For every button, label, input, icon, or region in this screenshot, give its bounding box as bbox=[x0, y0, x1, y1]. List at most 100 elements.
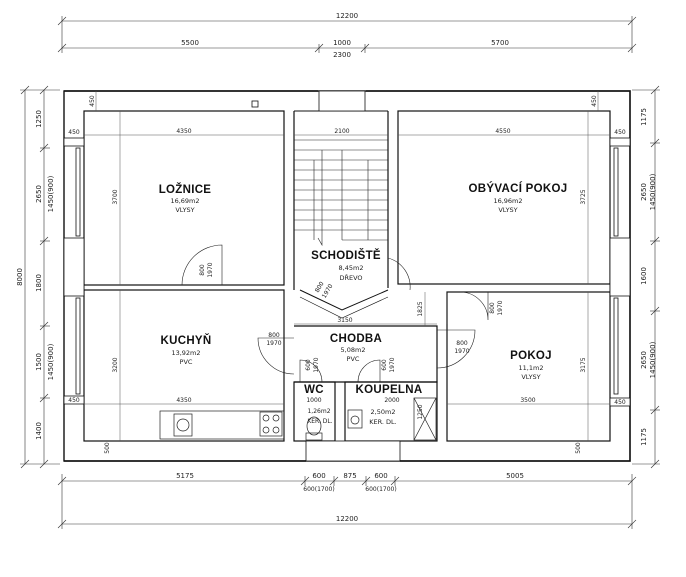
dim-chodba-width: 3150 bbox=[337, 317, 352, 324]
room-pokoj-area: 11,1m2 bbox=[519, 364, 544, 372]
dim-right-a: 1175 bbox=[640, 108, 648, 126]
right-dimensions bbox=[632, 85, 660, 469]
room-loznice: LOŽNICE 16,69m2 VLYSY bbox=[159, 183, 212, 214]
dim-pokoj-width: 3500 bbox=[520, 397, 535, 404]
dim-bottom-2: 600 bbox=[312, 472, 325, 480]
room-obyvaci-name: OBÝVACÍ POKOJ bbox=[469, 182, 568, 195]
dim-top-middle-b: 2300 bbox=[333, 51, 351, 59]
wc-fixture bbox=[305, 416, 323, 441]
dim-right-d: 2650 bbox=[640, 351, 648, 369]
dim-bottom-2b: 600(1700) bbox=[303, 486, 334, 493]
door-kuchyn-h: 1970 bbox=[266, 340, 281, 347]
room-kuchyn-area: 13,92m2 bbox=[171, 349, 200, 357]
door-obyvaci-w: 800 bbox=[489, 302, 496, 314]
room-schodiste-floor: DŘEVO bbox=[339, 273, 362, 282]
left-dimensions bbox=[20, 85, 60, 469]
dim-top-middle-a: 1000 bbox=[333, 39, 351, 47]
doors bbox=[181, 244, 489, 383]
dim-loznice-height: 3700 bbox=[112, 189, 119, 204]
dim-schodiste-width: 2100 bbox=[334, 128, 349, 135]
dim-left-overall: 8000 bbox=[16, 268, 24, 286]
room-pokoj-floor: VLYSY bbox=[521, 373, 540, 381]
dim-bottom-3: 875 bbox=[343, 472, 356, 480]
door-loznice-h: 1970 bbox=[207, 262, 214, 277]
door-pokoj-h: 1970 bbox=[454, 348, 469, 355]
door-koupelna-h: 1970 bbox=[389, 357, 396, 372]
dim-chodba-height: 1825 bbox=[417, 301, 424, 316]
kitchen-counter bbox=[159, 410, 285, 440]
top-dimensions bbox=[57, 16, 637, 53]
dim-wall-500-b: 500 bbox=[575, 442, 582, 454]
door-obyvaci-h: 1970 bbox=[497, 300, 504, 315]
room-obyvaci-area: 16,96m2 bbox=[493, 197, 522, 205]
door-koupelna-w: 600 bbox=[381, 359, 388, 371]
dim-left-b: 2650 bbox=[35, 185, 43, 203]
dim-left-c: 1800 bbox=[35, 274, 43, 292]
dim-pokoj-height: 3175 bbox=[580, 357, 587, 372]
room-chodba-area: 5,08m2 bbox=[341, 346, 366, 354]
room-kuchyn-name: KUCHYŇ bbox=[161, 334, 212, 347]
dim-obyvaci-height: 3725 bbox=[580, 189, 587, 204]
room-schodiste: SCHODIŠTĚ 8,45m2 DŘEVO bbox=[311, 249, 381, 282]
room-kuchyn-floor: PVC bbox=[180, 358, 193, 366]
window-koupelna-w: 1250 bbox=[417, 404, 424, 419]
dim-wall-500-a: 500 bbox=[104, 442, 111, 454]
room-schodiste-area: 8,45m2 bbox=[339, 264, 364, 272]
room-pokoj-name: POKOJ bbox=[510, 350, 552, 362]
dim-obyvaci-width: 4550 bbox=[495, 128, 510, 135]
room-pokoj: POKOJ 11,1m2 VLYSY bbox=[510, 350, 552, 381]
door-loznice-w: 800 bbox=[199, 264, 206, 276]
room-chodba-floor: PVC bbox=[347, 355, 360, 363]
dim-right-b2: 1450(900) bbox=[649, 173, 657, 210]
dim-loznice-width: 4350 bbox=[176, 128, 191, 135]
door-pokoj-w: 800 bbox=[456, 340, 468, 347]
room-wc-area: 1,26m2 bbox=[307, 408, 330, 415]
room-loznice-floor: VLYSY bbox=[175, 206, 194, 214]
room-chodba: CHODBA 5,08m2 PVC bbox=[330, 333, 382, 363]
dim-left-b2: 1450(900) bbox=[47, 175, 55, 212]
dim-wall-450-c: 450 bbox=[68, 397, 80, 404]
dim-wall-450-a: 450 bbox=[68, 129, 80, 136]
room-wc-name: WC bbox=[304, 384, 324, 396]
room-wc-floor: KER. DL. bbox=[307, 418, 332, 425]
dim-left-e: 1400 bbox=[35, 422, 43, 440]
bathroom-fixtures bbox=[347, 397, 437, 441]
door-wc-w: 600 bbox=[305, 359, 312, 371]
dim-wall-450-d: 450 bbox=[614, 399, 626, 406]
room-koupelna-floor: KER. DL. bbox=[369, 418, 396, 426]
room-obyvaci: OBÝVACÍ POKOJ 16,96m2 VLYSY bbox=[469, 182, 568, 214]
dim-left-d: 1500 bbox=[35, 353, 43, 371]
dim-right-c: 1600 bbox=[640, 267, 648, 285]
room-koupelna-area: 2,50m2 bbox=[371, 408, 396, 416]
dim-right-d2: 1450(900) bbox=[649, 341, 657, 378]
dim-bottom-1: 5175 bbox=[176, 472, 194, 480]
dim-right-e: 1175 bbox=[640, 428, 648, 446]
dim-wall-450-f: 450 bbox=[591, 95, 598, 107]
dim-left-d2: 1450(900) bbox=[47, 343, 55, 380]
dim-left-a: 1250 bbox=[35, 110, 43, 128]
dim-kuchyn-width: 4350 bbox=[176, 397, 191, 404]
room-wc: WC 1,26m2 KER. DL. bbox=[304, 384, 333, 425]
room-obyvaci-floor: VLYSY bbox=[498, 206, 517, 214]
dim-right-b: 2650 bbox=[640, 183, 648, 201]
inner-dim-lines bbox=[84, 91, 610, 441]
dim-wall-450-b: 450 bbox=[614, 129, 626, 136]
room-koupelna-name: KOUPELNA bbox=[356, 384, 423, 396]
room-kuchyn: KUCHYŇ 13,92m2 PVC bbox=[161, 334, 212, 366]
room-loznice-name: LOŽNICE bbox=[159, 183, 212, 196]
room-schodiste-name: SCHODIŠTĚ bbox=[311, 249, 381, 262]
bottom-dimensions bbox=[57, 474, 637, 529]
dim-koupelna-width: 2000 bbox=[384, 397, 399, 404]
dim-bottom-overall: 12200 bbox=[336, 515, 358, 523]
door-wc-h: 1970 bbox=[313, 357, 320, 372]
dim-top-left: 5500 bbox=[181, 39, 199, 47]
dim-top-right: 5700 bbox=[491, 39, 509, 47]
dim-wc-width: 1000 bbox=[306, 397, 321, 404]
room-koupelna: KOUPELNA 2,50m2 KER. DL. bbox=[356, 384, 423, 426]
room-chodba-name: CHODBA bbox=[330, 333, 382, 345]
door-kuchyn-w: 800 bbox=[268, 332, 280, 339]
window-openings bbox=[63, 90, 631, 462]
dim-top-overall: 12200 bbox=[336, 12, 358, 20]
dim-kuchyn-height: 3200 bbox=[112, 357, 119, 372]
